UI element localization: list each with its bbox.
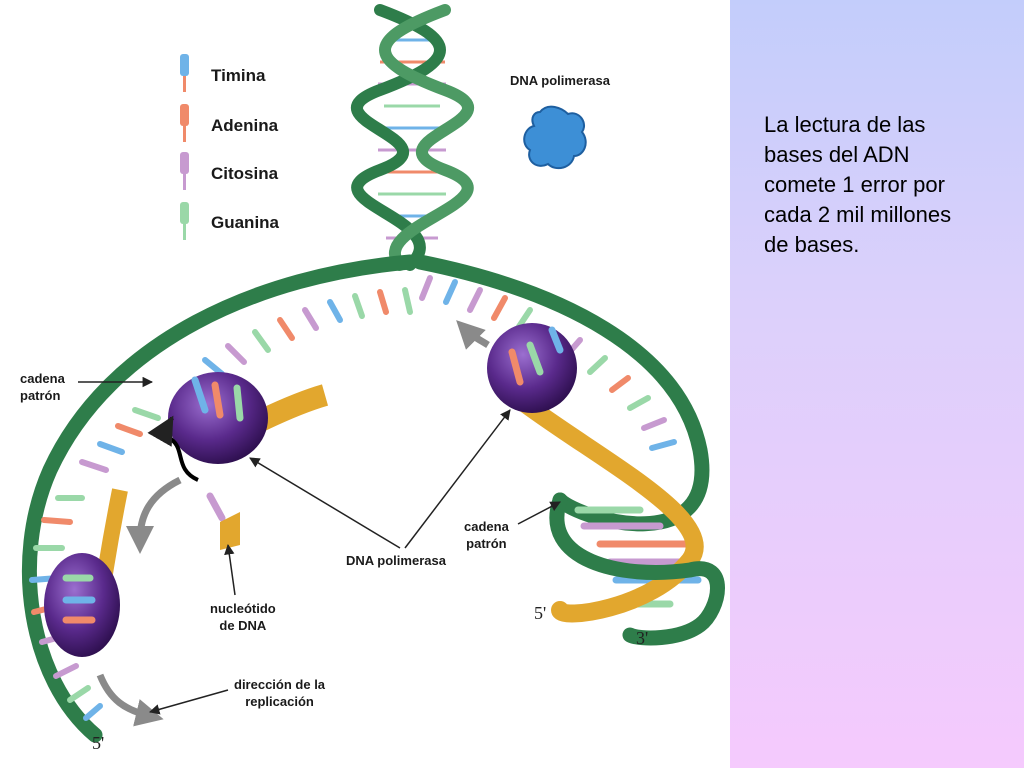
- slide-caption: La lectura de las bases del ADN comete 1…: [764, 112, 952, 257]
- legend-label-timina: Timina: [211, 66, 266, 85]
- template-strand-left: [21, 254, 418, 743]
- label-cadena-patron-right: cadena patrón: [464, 519, 509, 551]
- label-cadena-patron-left: cadena patrón: [20, 371, 65, 403]
- rotation-arrow-right: [456, 320, 490, 350]
- label-nucleotido: nucleótido de DNA: [210, 601, 276, 633]
- label-dna-polimerasa-top: DNA polimerasa: [510, 73, 610, 88]
- dna-polymerase-lower-left: [44, 553, 120, 657]
- legend-swatches: [180, 54, 189, 240]
- bases-in-enzymes: [62, 326, 564, 624]
- label-3-prime-right: 3': [636, 628, 649, 648]
- label-direccion-replicacion: dirección de la replicación: [234, 677, 326, 709]
- free-dna-polymerase: [523, 105, 587, 170]
- label-5-prime-right: 5': [534, 603, 547, 623]
- free-nucleotide: [206, 492, 240, 550]
- dna-polymerase-upper-left: [168, 372, 268, 464]
- label-dna-polimerasa-center: DNA polimerasa: [346, 553, 446, 568]
- label-5-prime-left: 5': [92, 733, 105, 753]
- lower-right-helix: [511, 391, 725, 646]
- nucleotide-entry-arrow: [147, 415, 199, 482]
- diagram-panel: Timina Adenina Citosina Guanina DNA poli…: [20, 4, 725, 753]
- rotation-arrow-bottom: [96, 673, 164, 727]
- legend-label-citosina: Citosina: [211, 164, 279, 183]
- replication-fork-illustration: [21, 4, 725, 743]
- label-pointers: [78, 376, 561, 715]
- dna-polymerase-right: [487, 323, 577, 413]
- parental-double-helix: [351, 4, 474, 271]
- legend-label-adenina: Adenina: [211, 116, 279, 135]
- rotation-arrow-left: [126, 476, 182, 554]
- legend-label-guanina: Guanina: [211, 213, 280, 232]
